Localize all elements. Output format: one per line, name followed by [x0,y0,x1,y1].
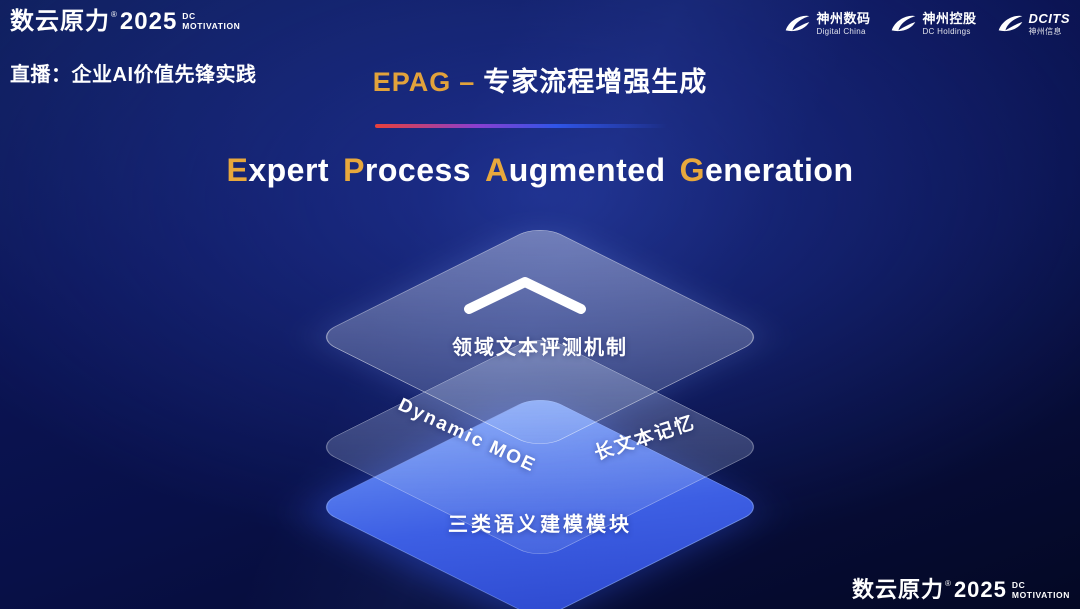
title-zh: 专家流程增强生成 [483,67,708,97]
partner-digital-china: 神州数码 Digital China [784,11,871,37]
subtitle-initial: A [485,152,509,188]
brand-logo-top: 数云原力 ® 2025 DC MOTIVATION [10,10,240,34]
subtitle-rest: eneration [704,152,854,188]
partner-name-zh: 神州数码 [816,11,871,26]
subtitle-word: Expert [226,152,329,189]
brand-year: 2025 [953,577,1007,602]
subtitle-rest: rocess [364,152,472,188]
brand-dc: DC [1011,580,1026,590]
registered-mark: ® [111,10,117,19]
subtitle-word: Generation [680,152,854,189]
title-en: EPAG [372,67,452,97]
registered-mark: ® [945,579,951,588]
brand-motivation: MOTIVATION [182,20,241,31]
subtitle-initial: E [226,152,249,188]
brand-subtext: DC MOTIVATION [1011,580,1070,601]
swoosh-icon [998,15,1022,31]
subtitle-rest: ugmented [508,152,666,188]
brand-logo-bottom: 数云原力 ® 2025 DC MOTIVATION [852,579,1070,601]
live-stream-label: 直播：企业AI价值先锋实践 [10,64,257,86]
subtitle: Expert Process Augmented Generation [0,152,1080,189]
partner-name-zh: 神州控股 [922,11,977,26]
subtitle-word: Process [343,152,471,189]
partner-dc-holdings: 神州控股 DC Holdings [890,11,977,37]
subtitle-initial: G [679,152,705,188]
brand-name: 数云原力 [852,577,945,602]
brand-year: 2025 [119,8,178,35]
swoosh-icon [892,15,916,31]
brand-subtext: DC MOTIVATION [182,11,241,32]
partner-dcits: DCITS 神州信息 [997,11,1071,37]
title-divider [375,124,667,128]
partner-name-zh: 神州信息 [1028,26,1062,36]
partner-name-en: Digital China [816,26,866,36]
title-dash: – [459,67,476,97]
partner-name-en: DCITS [1028,11,1070,26]
brand-name: 数云原力 [10,8,110,35]
chevron-up-icon [464,277,586,314]
subtitle-initial: P [343,152,365,188]
partner-logos: 神州数码 Digital China 神州控股 DC Holdings DCIT… [784,11,1071,37]
brand-motivation: MOTIVATION [1011,589,1070,600]
subtitle-word: Augmented [485,152,666,189]
partner-name-en: DC Holdings [922,26,971,36]
subtitle-rest: xpert [248,152,330,188]
swoosh-icon [786,15,810,31]
brand-dc: DC [182,11,196,21]
page-title: EPAG–专家流程增强生成 [373,60,708,99]
label-bottom-layer: 三类语义建模模块 [448,514,632,536]
layer-diagram: 领域文本评测机制 Dynamic MOE 长文本记忆 三类语义建模模块 [310,223,770,609]
label-top-layer: 领域文本评测机制 [452,337,628,359]
